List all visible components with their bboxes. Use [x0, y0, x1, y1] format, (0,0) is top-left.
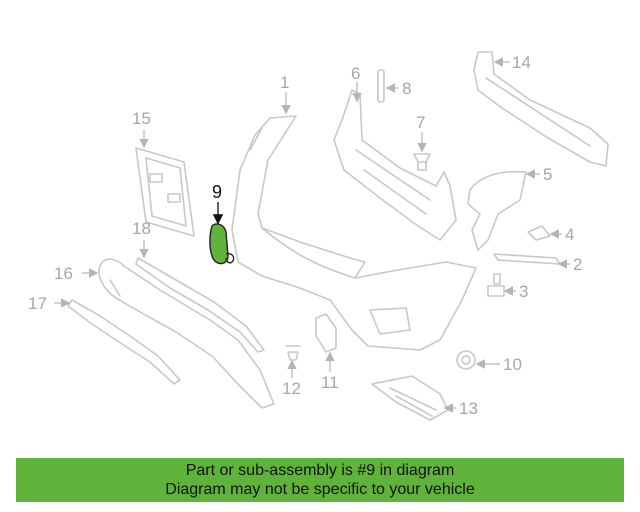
- label-part-1: 1: [280, 73, 289, 92]
- part-18-molding-strip: [135, 257, 265, 353]
- part-14-absorber: [473, 51, 609, 167]
- label-part-17: 17: [28, 294, 47, 313]
- label-part-7: 7: [416, 113, 425, 132]
- label-part-16: 16: [54, 264, 73, 283]
- leader-lines: [54, 57, 570, 413]
- label-part-4: 4: [565, 225, 574, 244]
- label-part-9-highlighted: 9: [212, 182, 222, 202]
- part-3-bolt: [487, 273, 505, 297]
- part-4-cap: [527, 225, 551, 241]
- part-8-pin: [377, 69, 385, 103]
- part-6-carrier: [333, 89, 457, 241]
- part-15-license-plate-bracket: [135, 147, 195, 237]
- banner-line-2: Diagram may not be specific to your vehi…: [165, 481, 475, 498]
- part-1-bumper-cover: [231, 115, 477, 351]
- part-9-highlighted-cap: [209, 223, 235, 265]
- banner-line-1: Part or sub-assembly is #9 in diagram: [185, 462, 455, 479]
- label-part-12: 12: [282, 379, 301, 398]
- part-12-clip: [285, 345, 301, 361]
- part-10-sensor: [456, 350, 476, 370]
- label-part-15: 15: [132, 109, 151, 128]
- label-part-18: 18: [132, 219, 151, 238]
- label-part-13: 13: [459, 399, 478, 418]
- label-part-5: 5: [543, 165, 552, 184]
- part-13-grille-insert: [371, 375, 449, 421]
- label-part-11: 11: [321, 373, 339, 392]
- label-part-6: 6: [351, 64, 360, 83]
- label-part-8: 8: [402, 79, 411, 98]
- info-banner: Part or sub-assembly is #9 in diagram Di…: [16, 458, 624, 502]
- part-2-trim: [493, 253, 561, 265]
- label-part-3: 3: [519, 282, 528, 301]
- label-part-10: 10: [503, 355, 522, 374]
- label-part-2: 2: [573, 255, 582, 274]
- part-16-lower-trim: [98, 258, 275, 409]
- part-5-side-bracket: [467, 170, 527, 251]
- parts-diagram: 1 6 8 7 14 5 4 2 3 10 13 11 12 15 16 17 …: [28, 51, 609, 421]
- part-17-grille-strip: [67, 299, 181, 385]
- label-part-14: 14: [512, 53, 531, 72]
- part-7-clip: [413, 153, 431, 171]
- part-11-bracket: [315, 313, 337, 353]
